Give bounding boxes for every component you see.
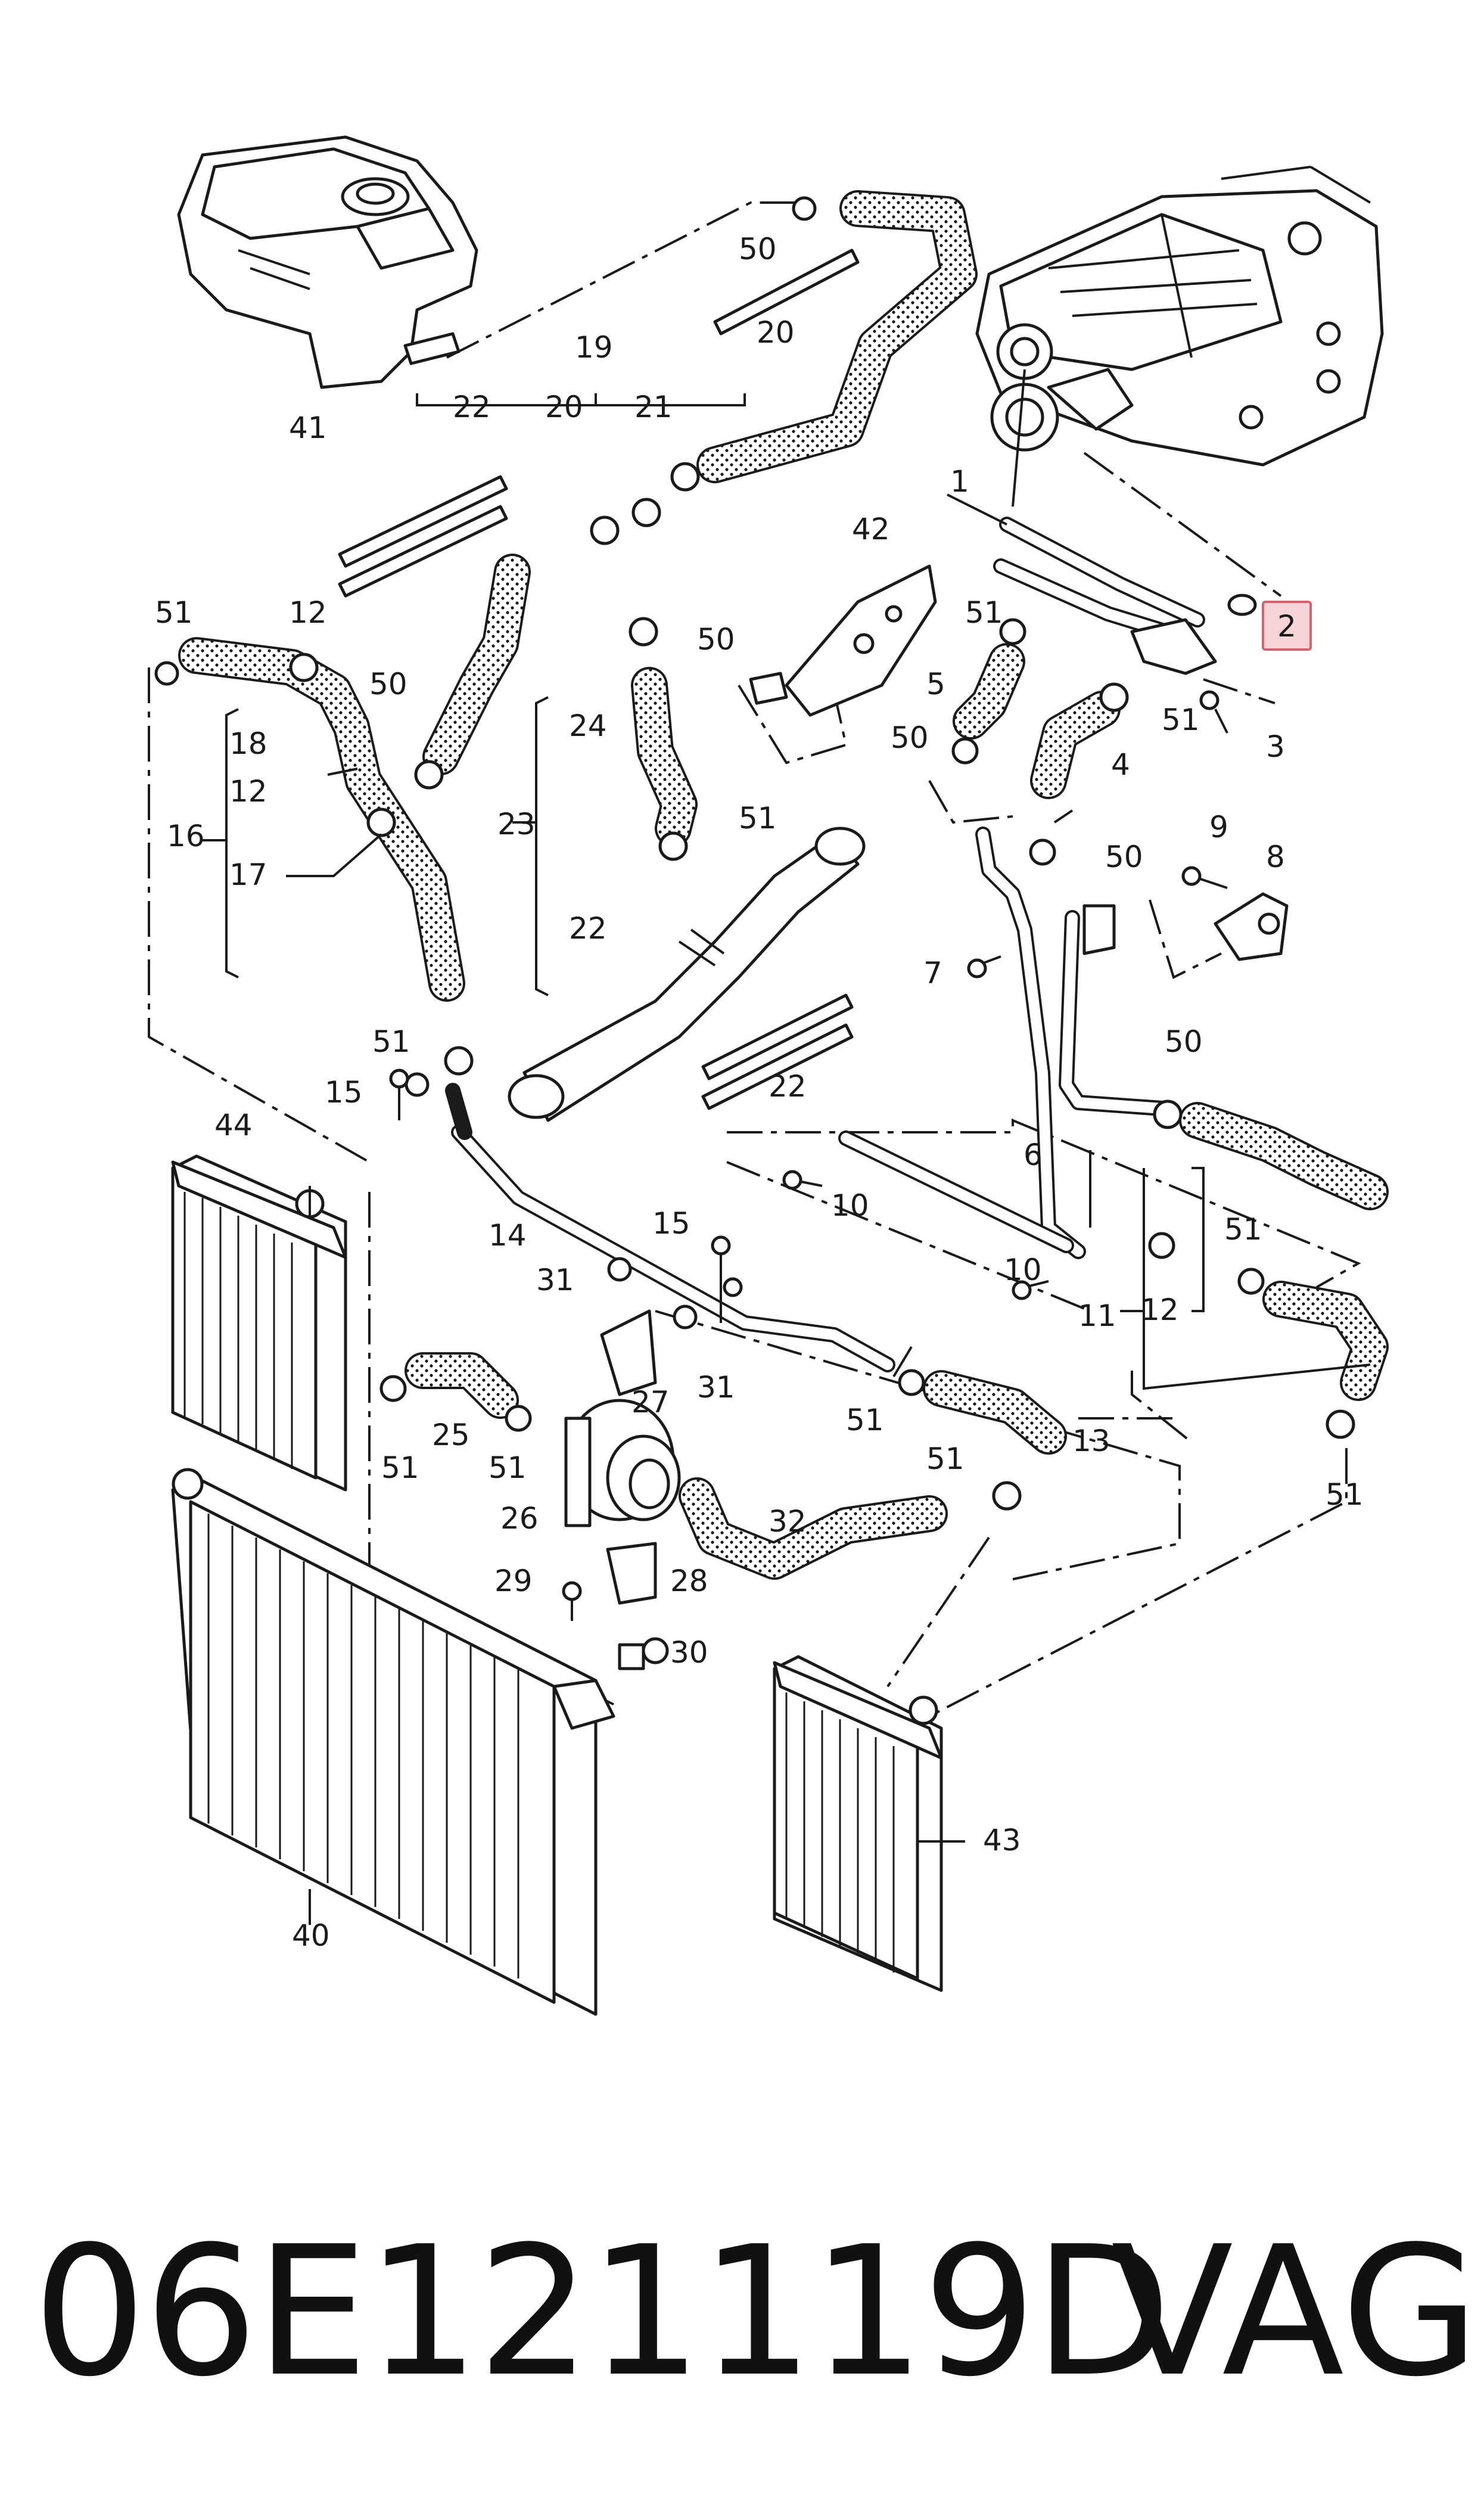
callout-2-label: 2 (1277, 609, 1296, 644)
highlight-box-2 (1262, 601, 1312, 651)
callout-31a: 31 (536, 1263, 574, 1297)
callout-26: 26 (500, 1501, 539, 1536)
callout-10a: 10 (831, 1188, 869, 1223)
callout-40: 40 (292, 1918, 330, 1953)
callout-9: 9 (1209, 810, 1228, 844)
callout-51h: 51 (489, 1450, 527, 1485)
callout-50c: 50 (369, 667, 407, 701)
callout-12b: 12 (229, 774, 267, 809)
callout-16: 16 (167, 819, 205, 853)
callout-labels: 1 3 4 5 6 7 8 9 10 10 11 12 12 12 13 14 … (155, 232, 1364, 1953)
callout-12c: 12 (1141, 1293, 1179, 1327)
coolant-pump (564, 1309, 681, 1670)
callout-43: 43 (983, 1823, 1021, 1858)
callout-50d: 50 (891, 720, 929, 755)
callout-3: 3 (1266, 729, 1285, 764)
callout-42: 42 (852, 512, 890, 546)
callout-51d: 51 (739, 801, 777, 835)
callout-31b: 31 (697, 1370, 735, 1405)
callout-32: 32 (769, 1504, 807, 1539)
callout-20b: 20 (545, 390, 583, 424)
radiator-44 (171, 1154, 347, 1492)
callout-51b: 51 (965, 595, 1003, 630)
radiator-43 (773, 1655, 943, 1992)
callout-29: 29 (494, 1564, 533, 1598)
callout-24: 24 (569, 709, 607, 743)
radiator-40 (171, 1468, 615, 2016)
cable-ties (338, 249, 860, 1110)
callout-13: 13 (1072, 1424, 1110, 1458)
coolant-pipe-1 (993, 517, 1257, 675)
callout-4: 4 (1111, 747, 1130, 782)
callout-14: 14 (489, 1218, 527, 1253)
callout-50b: 50 (697, 622, 735, 657)
callout-11: 11 (1078, 1299, 1116, 1333)
callout-23: 23 (497, 807, 536, 841)
callout-51e: 51 (372, 1024, 410, 1059)
callout-12a: 12 (289, 595, 327, 630)
callout-41: 41 (289, 411, 327, 445)
callout-18: 18 (229, 726, 267, 761)
callout-21: 21 (634, 390, 673, 424)
hose-23 (508, 827, 866, 1122)
hose-clamps (154, 196, 1355, 1664)
callout-15b: 15 (652, 1206, 690, 1241)
callout-7: 7 (923, 956, 942, 990)
callout-51i: 51 (846, 1403, 884, 1437)
hoses (178, 190, 1389, 1580)
callout-25: 25 (432, 1418, 470, 1452)
callout-51f: 51 (1224, 1212, 1262, 1247)
part-number-caption: 06E121119D (33, 2208, 1172, 2416)
leader-lines (203, 369, 1371, 1925)
callout-30: 30 (670, 1635, 708, 1670)
callout-6: 6 (1023, 1138, 1043, 1172)
callout-50f: 50 (1165, 1024, 1203, 1059)
brand-caption: VAG (1111, 2208, 1480, 2416)
callout-22a: 22 (453, 390, 491, 424)
callout-51j: 51 (926, 1442, 965, 1476)
callout-51c: 51 (1162, 703, 1200, 737)
callout-50a: 50 (739, 232, 777, 266)
callout-28: 28 (670, 1564, 708, 1598)
callout-44: 44 (214, 1108, 253, 1142)
bracket-8 (1214, 892, 1289, 961)
callout-1: 1 (950, 464, 969, 499)
expansion-tank (177, 135, 478, 389)
callout-22b: 22 (569, 911, 607, 946)
callout-10b: 10 (1004, 1253, 1042, 1287)
bracket-42 (749, 564, 937, 717)
callout-5: 5 (926, 667, 945, 701)
callout-20a: 20 (757, 315, 795, 350)
compressor-housing (975, 166, 1384, 467)
coolant-pipes (445, 827, 1169, 1372)
callout-19: 19 (575, 330, 613, 365)
callout-50e: 50 (1105, 840, 1143, 874)
callout-51k: 51 (1326, 1477, 1364, 1512)
callout-51g: 51 (381, 1450, 419, 1485)
callout-15a: 15 (325, 1075, 363, 1110)
callout-8: 8 (1266, 840, 1285, 874)
callout-22c: 22 (769, 1069, 807, 1104)
callout-51a: 51 (155, 595, 193, 630)
callout-27: 27 (631, 1385, 670, 1420)
bolts (389, 690, 1228, 1621)
callout-17: 17 (229, 858, 267, 892)
